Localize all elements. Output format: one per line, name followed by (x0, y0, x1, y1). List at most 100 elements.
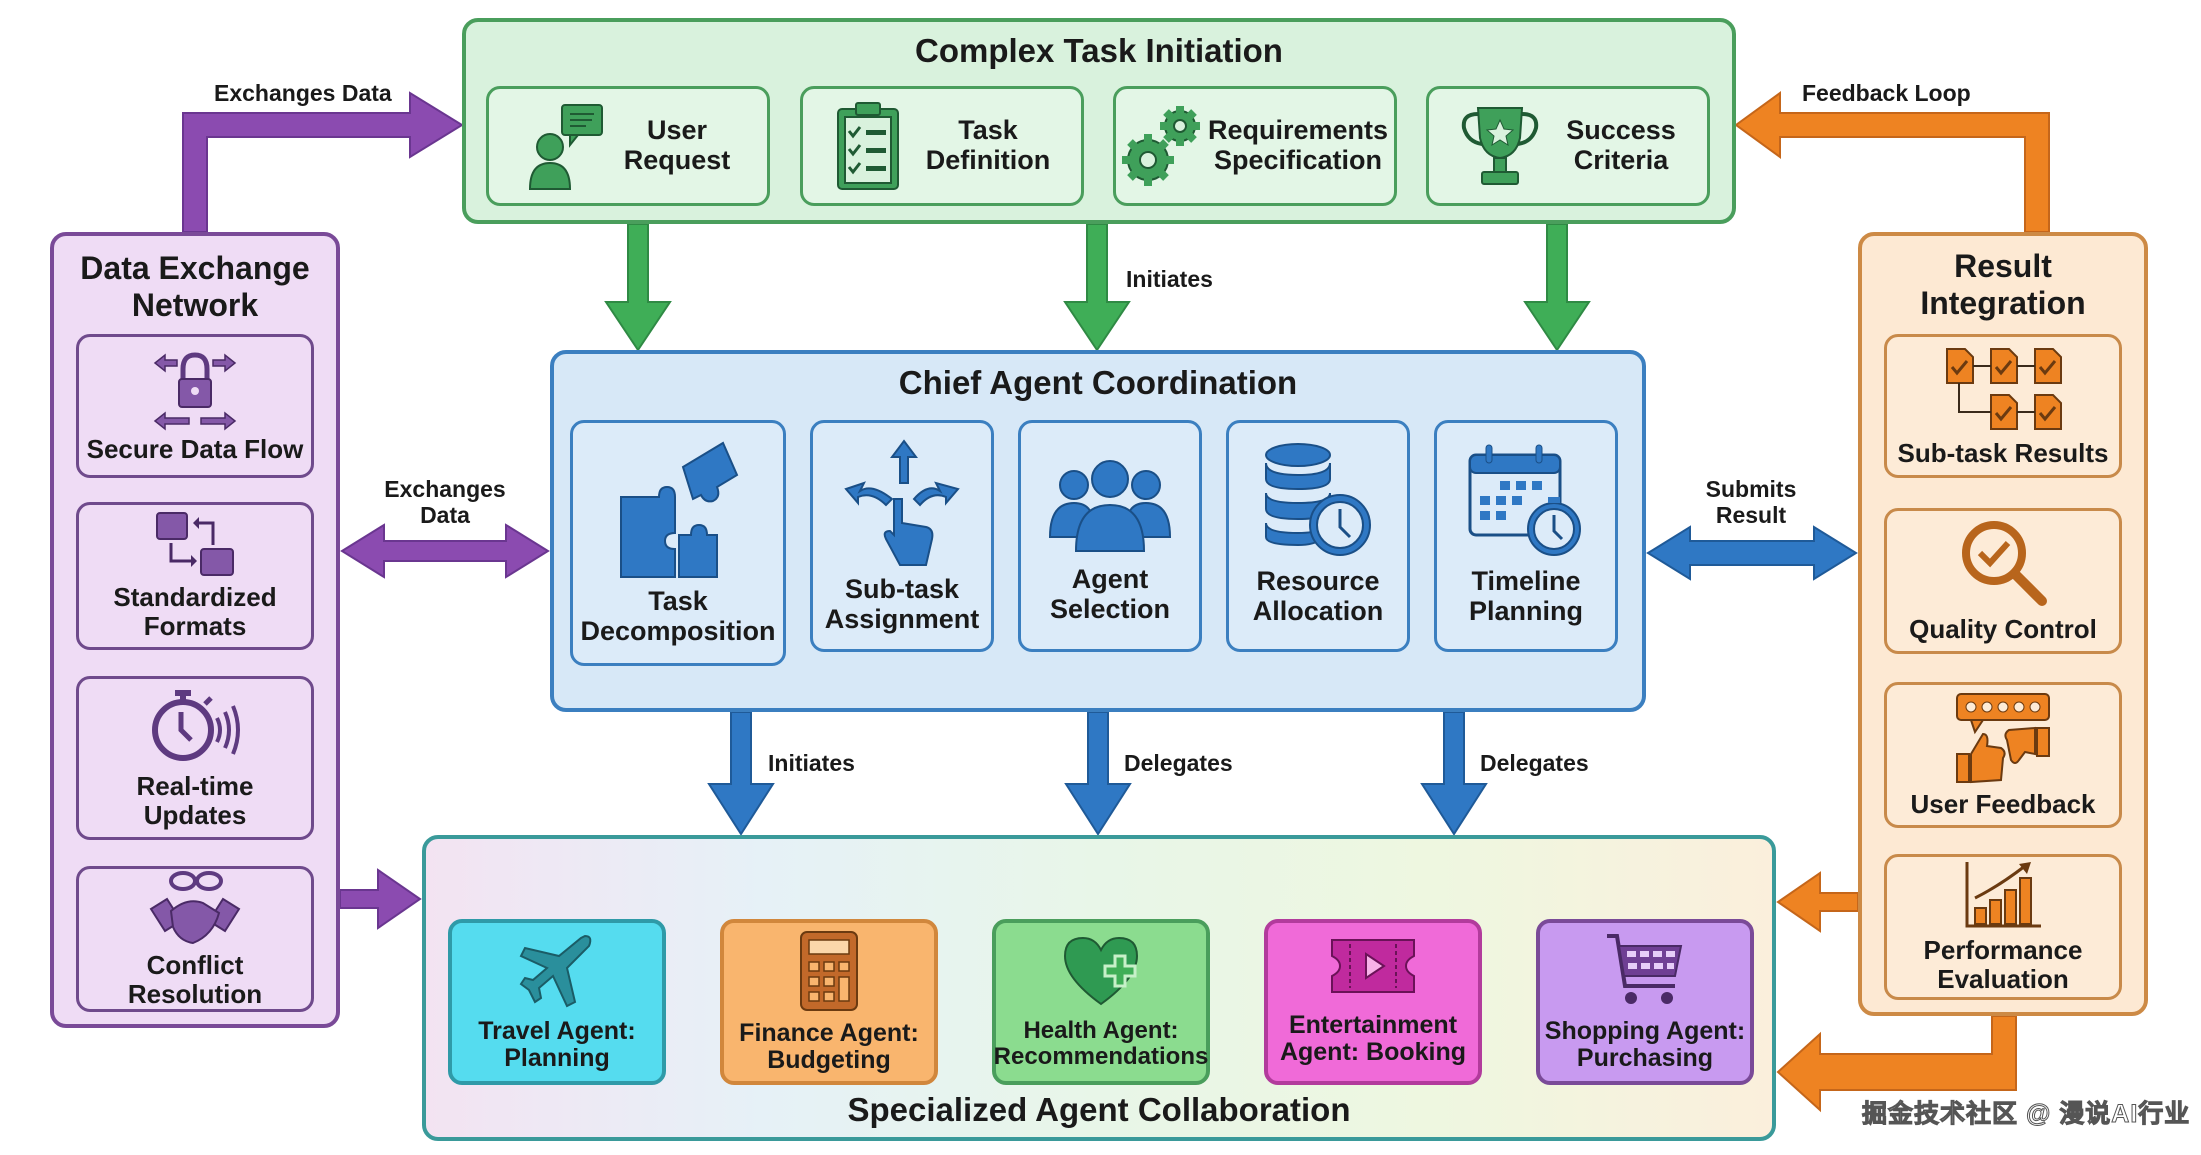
task-decomposition-label: Task Decomposition (580, 586, 775, 646)
quality-control-card[interactable]: Quality Control (1884, 508, 2122, 654)
clipboard-checklist-icon (836, 102, 899, 190)
label-line1: Success (1566, 115, 1676, 146)
bottom-panel-title: Specialized Agent Collaboration (847, 1091, 1351, 1128)
task-definition-card[interactable]: Task Definition (800, 86, 1084, 206)
submits-result-label: Submits Result (1686, 476, 1816, 529)
label-line2: Definition (925, 145, 1051, 175)
sub-task-assignment-card[interactable]: Sub-task Assignment (810, 420, 994, 652)
group-users-icon (1048, 460, 1172, 552)
top-panel-title: Complex Task Initiation (915, 32, 1283, 69)
resource-allocation-card[interactable]: Resource Allocation (1226, 420, 1410, 652)
green-down-arrows (604, 223, 1591, 352)
delegates-label-1: Delegates (1124, 750, 1233, 776)
green-down-arrow-3 (1523, 223, 1591, 352)
exchanges-data-mid-line1: Exchanges (384, 476, 506, 502)
user-feedback-label: User Feedback (1910, 788, 2096, 819)
submits-result-line1: Submits (1705, 476, 1797, 502)
timeline-planning-card[interactable]: Timeline Planning (1434, 420, 1618, 652)
secure-data-flow-label: Secure Data Flow (86, 433, 304, 464)
user-feedback-card[interactable]: User Feedback (1884, 682, 2122, 828)
resource-allocation-label: Resource Allocation (1252, 566, 1384, 626)
label-line1: Shopping Agent: (1544, 1016, 1746, 1045)
shopping-agent-card[interactable]: Shopping Agent: Purchasing (1536, 919, 1754, 1085)
blue-down-arrow-delegates-2 (1420, 711, 1488, 836)
gears-icon (1121, 106, 1200, 186)
puzzle-icon (620, 441, 739, 578)
label-line1: Performance (1923, 935, 2083, 966)
results-to-agents-arrow-2 (1776, 1015, 2017, 1113)
shopping-cart-icon (1607, 933, 1683, 1004)
label-line2: Updates (143, 800, 247, 830)
stopwatch-signal-icon (152, 690, 240, 762)
health-agent-card[interactable]: Health Agent: Recommendations (992, 919, 1210, 1085)
label-line1: Real-time (136, 771, 254, 802)
label-line1: Task (648, 586, 708, 616)
submits-result-double-arrow (1646, 525, 1858, 581)
submits-result-line2: Result (1715, 502, 1787, 529)
label-line2: Request (623, 145, 731, 175)
travel-agent-card[interactable]: Travel Agent: Planning (448, 919, 666, 1085)
calculator-icon (800, 930, 858, 1011)
label-line2: Budgeting (767, 1046, 891, 1074)
bar-chart-growth-icon (1965, 862, 2041, 928)
real-time-updates-label: Real-time Updates (136, 772, 253, 829)
task-decomposition-card[interactable]: Task Decomposition (570, 420, 786, 666)
user-request-icon (528, 104, 603, 190)
initiates-top-label: Initiates (1126, 266, 1213, 292)
requirements-specification-label: Requirements Specification (1208, 116, 1388, 175)
title-line1: Result (1954, 248, 2052, 284)
ticket-play-icon (1331, 938, 1415, 993)
entertainment-agent-label: Entertainment Agent: Booking (1279, 1011, 1467, 1067)
feedback-loop-label: Feedback Loop (1802, 80, 1971, 106)
conflict-resolution-card[interactable]: Conflict Resolution (76, 866, 314, 1012)
sub-task-results-label: Sub-task Results (1897, 437, 2109, 468)
label-line1: Finance Agent: (739, 1018, 919, 1047)
left-panel-title: Data Exchange Network (54, 250, 336, 324)
blue-down-arrow-delegates-1 (1064, 711, 1132, 836)
secure-data-flow-card[interactable]: Secure Data Flow (76, 334, 314, 478)
title-line1: Data Exchange (80, 250, 310, 286)
finance-agent-card[interactable]: Finance Agent: Budgeting (720, 919, 938, 1085)
finance-agent-label: Finance Agent: Budgeting (739, 1018, 919, 1075)
real-time-updates-card[interactable]: Real-time Updates (76, 676, 314, 840)
chief-agent-coordination-panel: Chief Agent Coordination Task Decomposit… (550, 350, 1646, 712)
travel-agent-label: Travel Agent: Planning (478, 1017, 635, 1073)
title-line2: Network (131, 286, 259, 323)
label-line2: Assignment (824, 603, 980, 634)
sub-task-results-card[interactable]: Sub-task Results (1884, 334, 2122, 478)
success-criteria-card[interactable]: Success Criteria (1426, 86, 1710, 206)
specialized-agent-collaboration-panel: Specialized Agent Collaboration Travel A… (422, 835, 1776, 1141)
chief-panel-title: Chief Agent Coordination (898, 364, 1298, 401)
agent-selection-label: Agent Selection (1050, 564, 1170, 624)
blue-down-arrow-initiates (707, 711, 775, 836)
quality-control-label: Quality Control (1909, 613, 2097, 644)
heart-cross-icon (1063, 936, 1139, 1005)
label-line2: Allocation (1252, 595, 1384, 626)
watermark: 掘金技术社区 @ 漫说AI行业 (1861, 1100, 2191, 1129)
calendar-stopwatch-icon (1468, 444, 1581, 556)
entertainment-agent-card[interactable]: Entertainment Agent: Booking (1264, 919, 1482, 1085)
label-line2: Formats (143, 611, 247, 641)
standardized-formats-card[interactable]: Standardized Formats (76, 502, 314, 650)
label-line1: Sub-task (844, 574, 960, 604)
label-line2: Agent: Booking (1279, 1038, 1467, 1066)
exchanges-data-double-arrow (340, 523, 550, 579)
performance-evaluation-card[interactable]: Performance Evaluation (1884, 854, 2122, 1000)
success-criteria-label: Success Criteria (1566, 116, 1676, 175)
requirements-specification-card[interactable]: Requirements Specification (1113, 86, 1397, 206)
user-request-label: User Request (624, 116, 731, 175)
label-line1: Timeline (1471, 566, 1581, 596)
label-line2: Purchasing (1576, 1044, 1714, 1072)
handshake-icon (149, 871, 241, 945)
database-clock-icon (1265, 443, 1371, 556)
timeline-planning-label: Timeline Planning (1469, 566, 1583, 626)
label-line1: Requirements (1207, 115, 1389, 146)
exchanges-data-mid-label: Exchanges Data (380, 476, 510, 529)
label-line1: Standardized (113, 582, 277, 613)
task-definition-label: Task Definition (926, 116, 1050, 175)
user-request-card[interactable]: User Request (486, 86, 770, 206)
agent-selection-card[interactable]: Agent Selection (1018, 420, 1202, 652)
label-line1: Resource (1256, 566, 1380, 596)
complex-task-initiation-panel: Complex Task Initiation User Request Tas… (462, 18, 1736, 224)
sub-task-assignment-label: Sub-task Assignment (824, 574, 980, 634)
